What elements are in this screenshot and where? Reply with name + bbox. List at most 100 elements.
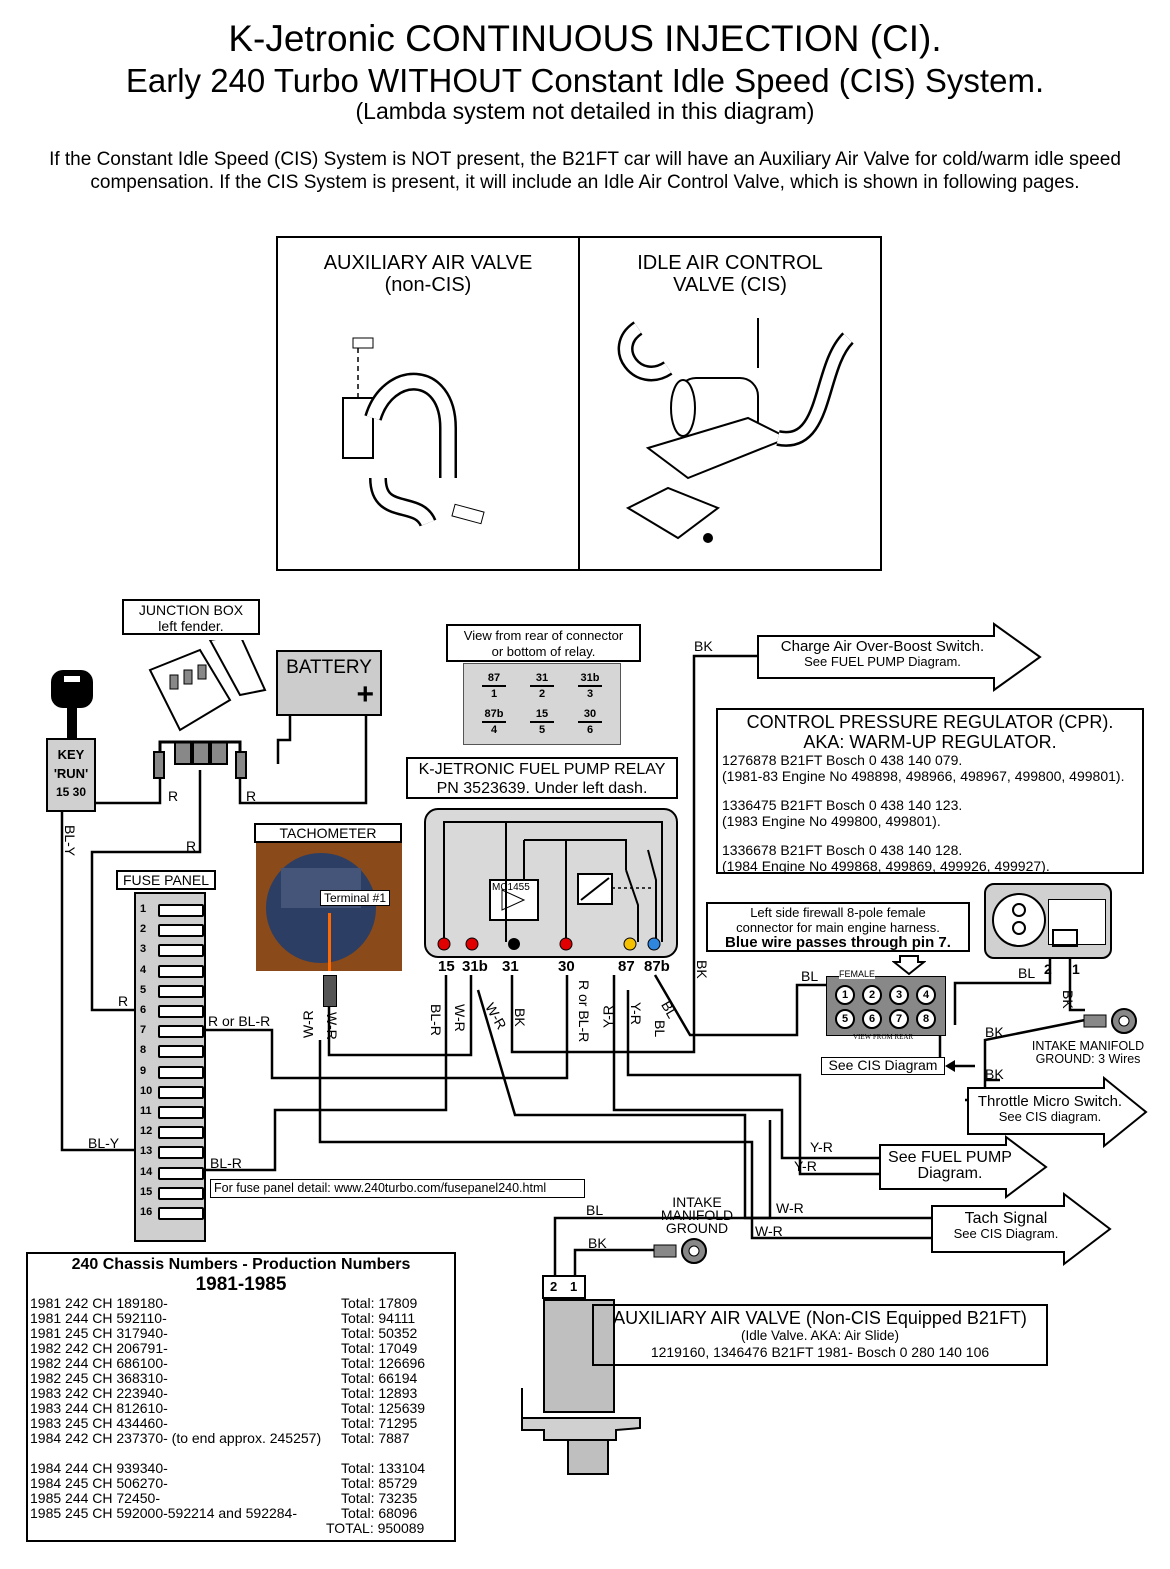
firewall-view-label: VIEW FROM REAR [853, 1033, 914, 1041]
fuse-panel-link[interactable]: For fuse panel detail: www.240turbo.com/… [210, 1179, 585, 1198]
wire-label-y-r-1: Y-R [810, 1139, 833, 1155]
production-total: Total: 71295 [341, 1415, 418, 1431]
cpr-aka: AKA: WARM-UP REGULATOR. [803, 732, 1057, 752]
chassis-row: 1984 245 CH 506270-Total: 85729 [28, 1476, 454, 1491]
wire-label-w-r-relay-1: W-R [452, 1004, 468, 1032]
fuse-slot [158, 964, 204, 978]
wire-label-bk-aav: BK [588, 1235, 607, 1251]
tach-terminal-label: Terminal #1 [320, 890, 391, 906]
page-subtitle: Early 240 Turbo WITHOUT Constant Idle Sp… [125, 62, 1045, 99]
fuel-pump-sub: Diagram. [917, 1165, 983, 1182]
chassis-numbers-table: 240 Chassis Numbers - Production Numbers… [26, 1252, 456, 1542]
firewall-pin: 7 [889, 1009, 909, 1029]
aav-info-box: AUXILIARY AIR VALVE (Non-CIS Equipped B2… [592, 1304, 1048, 1366]
production-total: Total: 17809 [341, 1295, 418, 1311]
aux-valve-panel-sub: (non-CIS) [384, 274, 472, 296]
chassis-row: 1983 242 CH 223940- Total: 12893 [28, 1386, 454, 1401]
aav-title: AUXILIARY AIR VALVE (Non-CIS Equipped B2… [613, 1308, 1027, 1328]
fuse-number: 12 [140, 1125, 153, 1138]
fuel-pump-relay: MC1455 [424, 808, 678, 958]
chassis-number: 1984 244 CH 939340- [30, 1460, 168, 1476]
firewall-pin: 8 [916, 1009, 936, 1029]
battery-label: BATTERY [286, 657, 372, 678]
relay-terminal-30: 30 [558, 958, 575, 975]
cpr-line-3: 1336475 B21FT Bosch 0 438 140 123. [722, 797, 963, 813]
production-total: Total: 68096 [341, 1505, 418, 1521]
wire-label-bl-y-key: BL-Y [62, 825, 78, 857]
tachometer-photo: Terminal #1 [256, 843, 402, 971]
cpr-line-5: 1336678 B21FT Bosch 0 438 140 128. [722, 842, 963, 858]
production-total: Total: 126696 [341, 1355, 426, 1371]
tachometer-label: TACHOMETER [254, 823, 402, 843]
iac-valve-drawing [617, 318, 855, 543]
wire-label-bl-aav: BL [586, 1202, 604, 1218]
wire-label-bk-throttle: BK [985, 1066, 1004, 1082]
arrow-fuel-pump [879, 1135, 1048, 1199]
valves-panel-divider [578, 238, 580, 569]
relay-terminal-87: 87 [618, 958, 635, 975]
fuse-slot [158, 944, 204, 958]
aav-connector: 2 1 [542, 1275, 586, 1299]
chassis-number: 1981 242 CH 189180- [30, 1295, 168, 1311]
production-total: Total: 125639 [341, 1400, 426, 1416]
relay-terminal-31: 31 [502, 958, 519, 975]
relay-terminal-15: 15 [438, 958, 455, 975]
page-note: (Lambda system not detailed in this diag… [355, 98, 815, 124]
fuse-slot [158, 1207, 204, 1220]
throttle-label: Throttle Micro Switch. [977, 1093, 1123, 1110]
aav-pin-2: 2 [550, 1279, 558, 1294]
wire-label-bk-relay: BK [512, 1008, 528, 1027]
aav-pin-1: 1 [570, 1279, 578, 1294]
chassis-row: 1981 245 CH 317940-Total: 50352 [28, 1326, 454, 1341]
fuse-number: 6 [140, 1004, 147, 1016]
fuel-pump-label: See FUEL PUMP [888, 1149, 1012, 1166]
iac-valve-panel-sub: VALVE (CIS) [673, 274, 787, 296]
chassis-number: 1982 244 CH 686100- [30, 1355, 168, 1371]
wire-label-y-r-relay-1: Y-R [600, 1005, 616, 1028]
chassis-number: 1981 244 CH 592110- [30, 1310, 167, 1326]
ignition-switch: KEY'RUN'15 30 [46, 738, 96, 812]
relay-terminal-31b: 31b [462, 958, 488, 975]
cpr-line-6: (1984 Engine No 499868, 499869, 499926, … [722, 858, 1050, 874]
firewall-pin: 4 [916, 985, 936, 1005]
battery-plus: + [356, 678, 374, 711]
chassis-number: 1984 242 CH 237370- (to end approx. 2452… [30, 1430, 322, 1446]
overboost-sub: See FUEL PUMP Diagram. [804, 654, 961, 669]
wire-label-y-r-2: Y-R [794, 1158, 817, 1174]
wire-label-bk-ground: BK [985, 1024, 1004, 1040]
aux-valve-panel-title: AUXILIARY AIR VALVE [323, 252, 533, 274]
firewall-pin: 3 [889, 985, 909, 1005]
chassis-row: 1985 245 CH 592000-592214 and 592284-Tot… [28, 1506, 454, 1521]
wire-label-bl-r-fuse: BL-R [210, 1155, 242, 1171]
fuse-number: 3 [140, 943, 147, 956]
wire-label-bk-side: BK [694, 960, 710, 979]
chassis-row: 1985 244 CH 72450-Total: 73235 [28, 1491, 454, 1506]
wire-label-bl-r-relay: BL-R [428, 1004, 444, 1036]
cpr-pin-2: 2 [1044, 961, 1052, 977]
fuse-slot [158, 1025, 204, 1039]
fuse-slot [158, 904, 204, 917]
cpr-connector [984, 883, 1112, 959]
relay-schematic [437, 821, 663, 951]
production-total: Total: 12893 [341, 1385, 418, 1401]
fuse-slot [158, 1045, 204, 1059]
fuse-slot [158, 1146, 204, 1160]
fuse-number: 13 [140, 1145, 153, 1158]
fuse-number: 9 [140, 1064, 147, 1077]
firewall-pin: 1 [835, 985, 855, 1005]
chassis-number: 1983 242 CH 223940- [30, 1385, 168, 1401]
aux-valve-drawing [342, 337, 485, 528]
wire-label-bl-cpr: BL [1018, 965, 1036, 981]
chassis-row: 1984 244 CH 939340-Total: 133104 [28, 1461, 454, 1476]
wire-label-w-r-tach-2: W-R [324, 1012, 340, 1040]
